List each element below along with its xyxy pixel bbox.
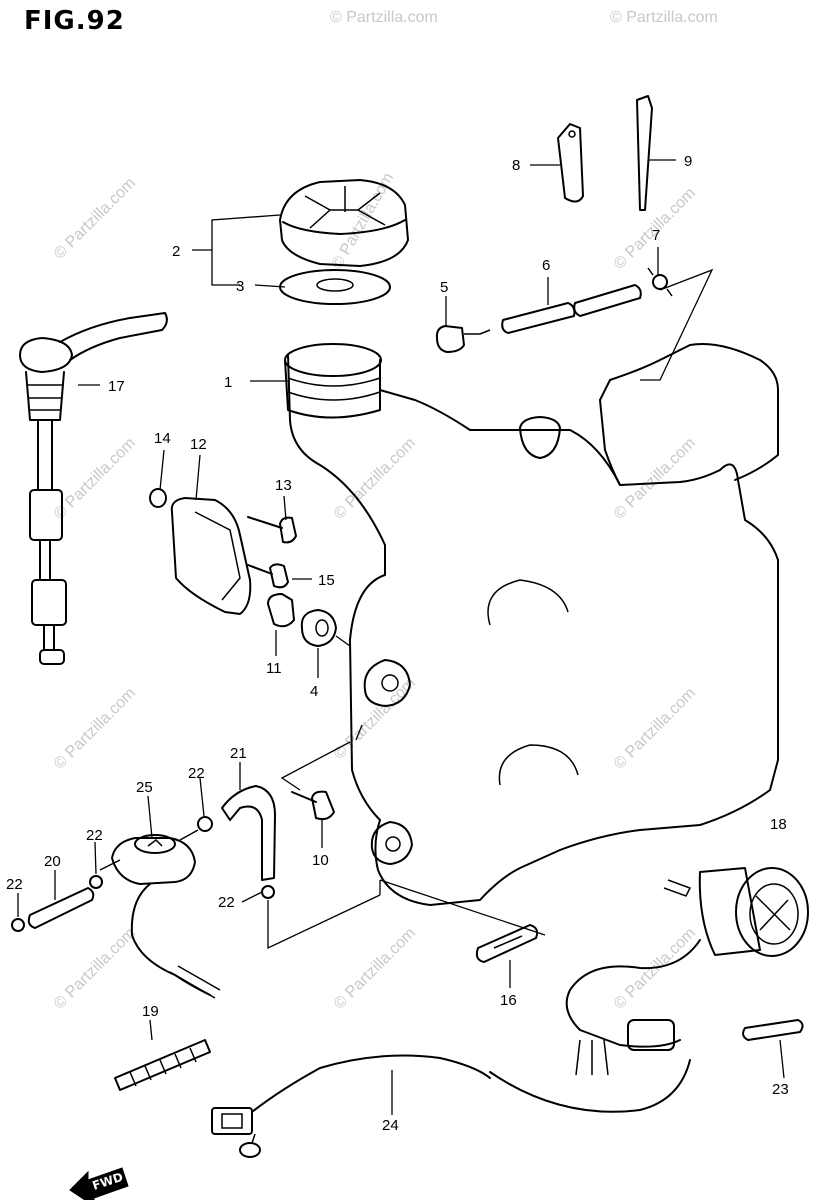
breather-hose[interactable] — [501, 284, 642, 334]
callout-labels: 1 2 3 4 5 6 7 8 9 10 11 12 13 14 15 16 1… — [6, 153, 789, 1134]
bolt-10[interactable] — [291, 790, 335, 821]
callout-7: 7 — [652, 227, 660, 244]
callout-18: 18 — [770, 816, 787, 833]
hose-clip[interactable] — [647, 267, 673, 297]
gauge-harness[interactable] — [565, 939, 701, 1076]
callout-8: 8 — [512, 157, 520, 174]
callout-1: 1 — [224, 374, 232, 391]
hose-clip-22[interactable] — [11, 816, 275, 932]
fuel-hose-20[interactable] — [27, 887, 95, 929]
fuel-sender[interactable] — [19, 312, 168, 665]
watermark: © Partzilla.com — [611, 435, 699, 523]
callout-9: 9 — [684, 153, 692, 170]
callout-4: 4 — [310, 683, 318, 700]
callout-5: 5 — [440, 279, 448, 296]
callout-14: 14 — [154, 430, 171, 447]
callout-2: 2 — [172, 243, 180, 260]
callout-10: 10 — [312, 852, 329, 869]
watermark: © Partzilla.com — [331, 675, 419, 763]
callout-3: 3 — [236, 278, 244, 295]
mount-bracket[interactable] — [170, 497, 252, 615]
hose-bracket[interactable] — [557, 123, 584, 203]
callout-22: 22 — [6, 876, 23, 893]
watermark: © Partzilla.com — [331, 925, 419, 1013]
watermark: © Partzilla.com — [51, 175, 139, 263]
watermark: © Partzilla.com — [51, 435, 139, 523]
wire-clamp[interactable] — [475, 924, 539, 963]
watermark: © Partzilla.com — [329, 170, 398, 272]
watermark: © Partzilla.com — [610, 9, 718, 26]
filter-wire[interactable] — [130, 883, 221, 999]
watermark: © Partzilla.com — [611, 925, 699, 1013]
figure-title: FIG.92 — [24, 6, 125, 36]
spiral-wrap[interactable] — [114, 1039, 211, 1091]
watermark: © Partzilla.com — [330, 9, 438, 26]
gauge-clamp[interactable] — [742, 1019, 804, 1041]
fuel-cap[interactable] — [279, 179, 409, 267]
callout-15: 15 — [318, 572, 335, 589]
watermark: © Partzilla.com — [51, 685, 139, 773]
fuel-tank[interactable] — [284, 343, 779, 906]
bolt-13[interactable] — [247, 516, 297, 544]
grommet[interactable] — [149, 488, 167, 508]
fwd-arrow-icon: FWD — [69, 1167, 129, 1200]
callout-6: 6 — [542, 257, 550, 274]
bolt-15[interactable] — [247, 563, 289, 589]
callout-23: 23 — [772, 1081, 789, 1098]
callout-17: 17 — [108, 378, 125, 395]
tank-grommet[interactable] — [300, 609, 351, 647]
callout-19: 19 — [142, 1003, 159, 1020]
watermark: © Partzilla.com — [51, 925, 139, 1013]
watermark: © Partzilla.com — [331, 435, 419, 523]
callout-24: 24 — [382, 1117, 399, 1134]
callout-21: 21 — [230, 745, 247, 762]
callout-22: 22 — [86, 827, 103, 844]
callout-22: 22 — [218, 894, 235, 911]
cable-tie[interactable] — [636, 95, 653, 211]
callout-22: 22 — [188, 765, 205, 782]
collar[interactable] — [267, 593, 295, 628]
fuel-hose-21[interactable] — [221, 785, 276, 881]
callout-13: 13 — [275, 477, 292, 494]
main-harness[interactable] — [211, 1054, 691, 1158]
vent-plug[interactable] — [435, 325, 491, 353]
watermark: © Partzilla.com — [611, 685, 699, 773]
fuel-gauge[interactable] — [663, 867, 809, 957]
callout-16: 16 — [500, 992, 517, 1009]
cap-gasket[interactable] — [279, 269, 391, 305]
fuel-filter[interactable] — [99, 829, 199, 885]
callout-25: 25 — [136, 779, 153, 796]
callout-12: 12 — [190, 436, 207, 453]
callout-11: 11 — [266, 660, 282, 677]
leader-lines — [17, 159, 785, 1115]
callout-20: 20 — [44, 853, 61, 870]
